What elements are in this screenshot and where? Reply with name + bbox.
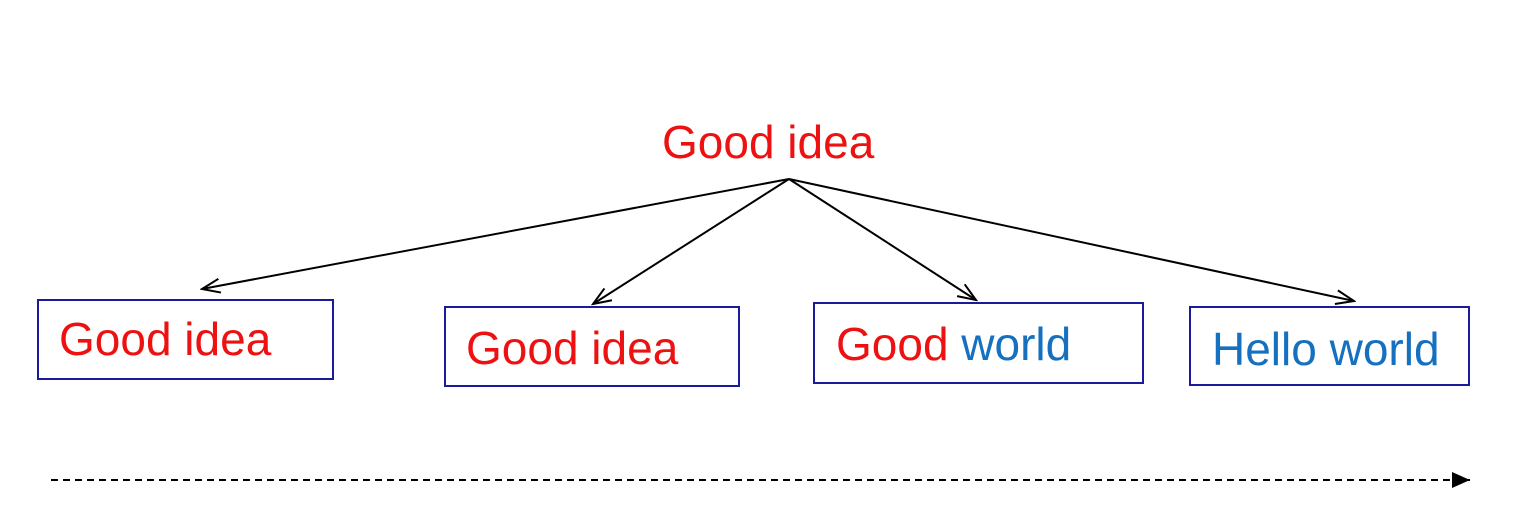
arrow-root-to-node-1: [202, 178, 790, 289]
node-1-part-1: Good idea: [59, 313, 272, 365]
node-4-part-1: Hello world: [1212, 323, 1440, 375]
node-2-part-1: Good idea: [466, 322, 679, 374]
node-3-part-2: world: [948, 318, 1072, 370]
node-box-4: Hello world: [1189, 306, 1470, 386]
node-1-text: Good idea: [59, 311, 271, 367]
node-2-text: Good idea: [466, 320, 678, 376]
node-box-1: Good idea: [37, 299, 334, 380]
arrow-root-to-node-3: [788, 178, 976, 300]
node-3-part-1: Good: [836, 318, 949, 370]
node-3-text: Good world: [836, 316, 1071, 372]
arrow-root-to-node-4: [788, 178, 1354, 301]
node-box-2: Good idea: [444, 306, 740, 387]
node-box-3: Good world: [813, 302, 1144, 384]
root-label: Good idea: [662, 116, 875, 168]
node-4-text: Hello world: [1212, 321, 1440, 377]
arrow-root-to-node-2: [593, 178, 790, 304]
